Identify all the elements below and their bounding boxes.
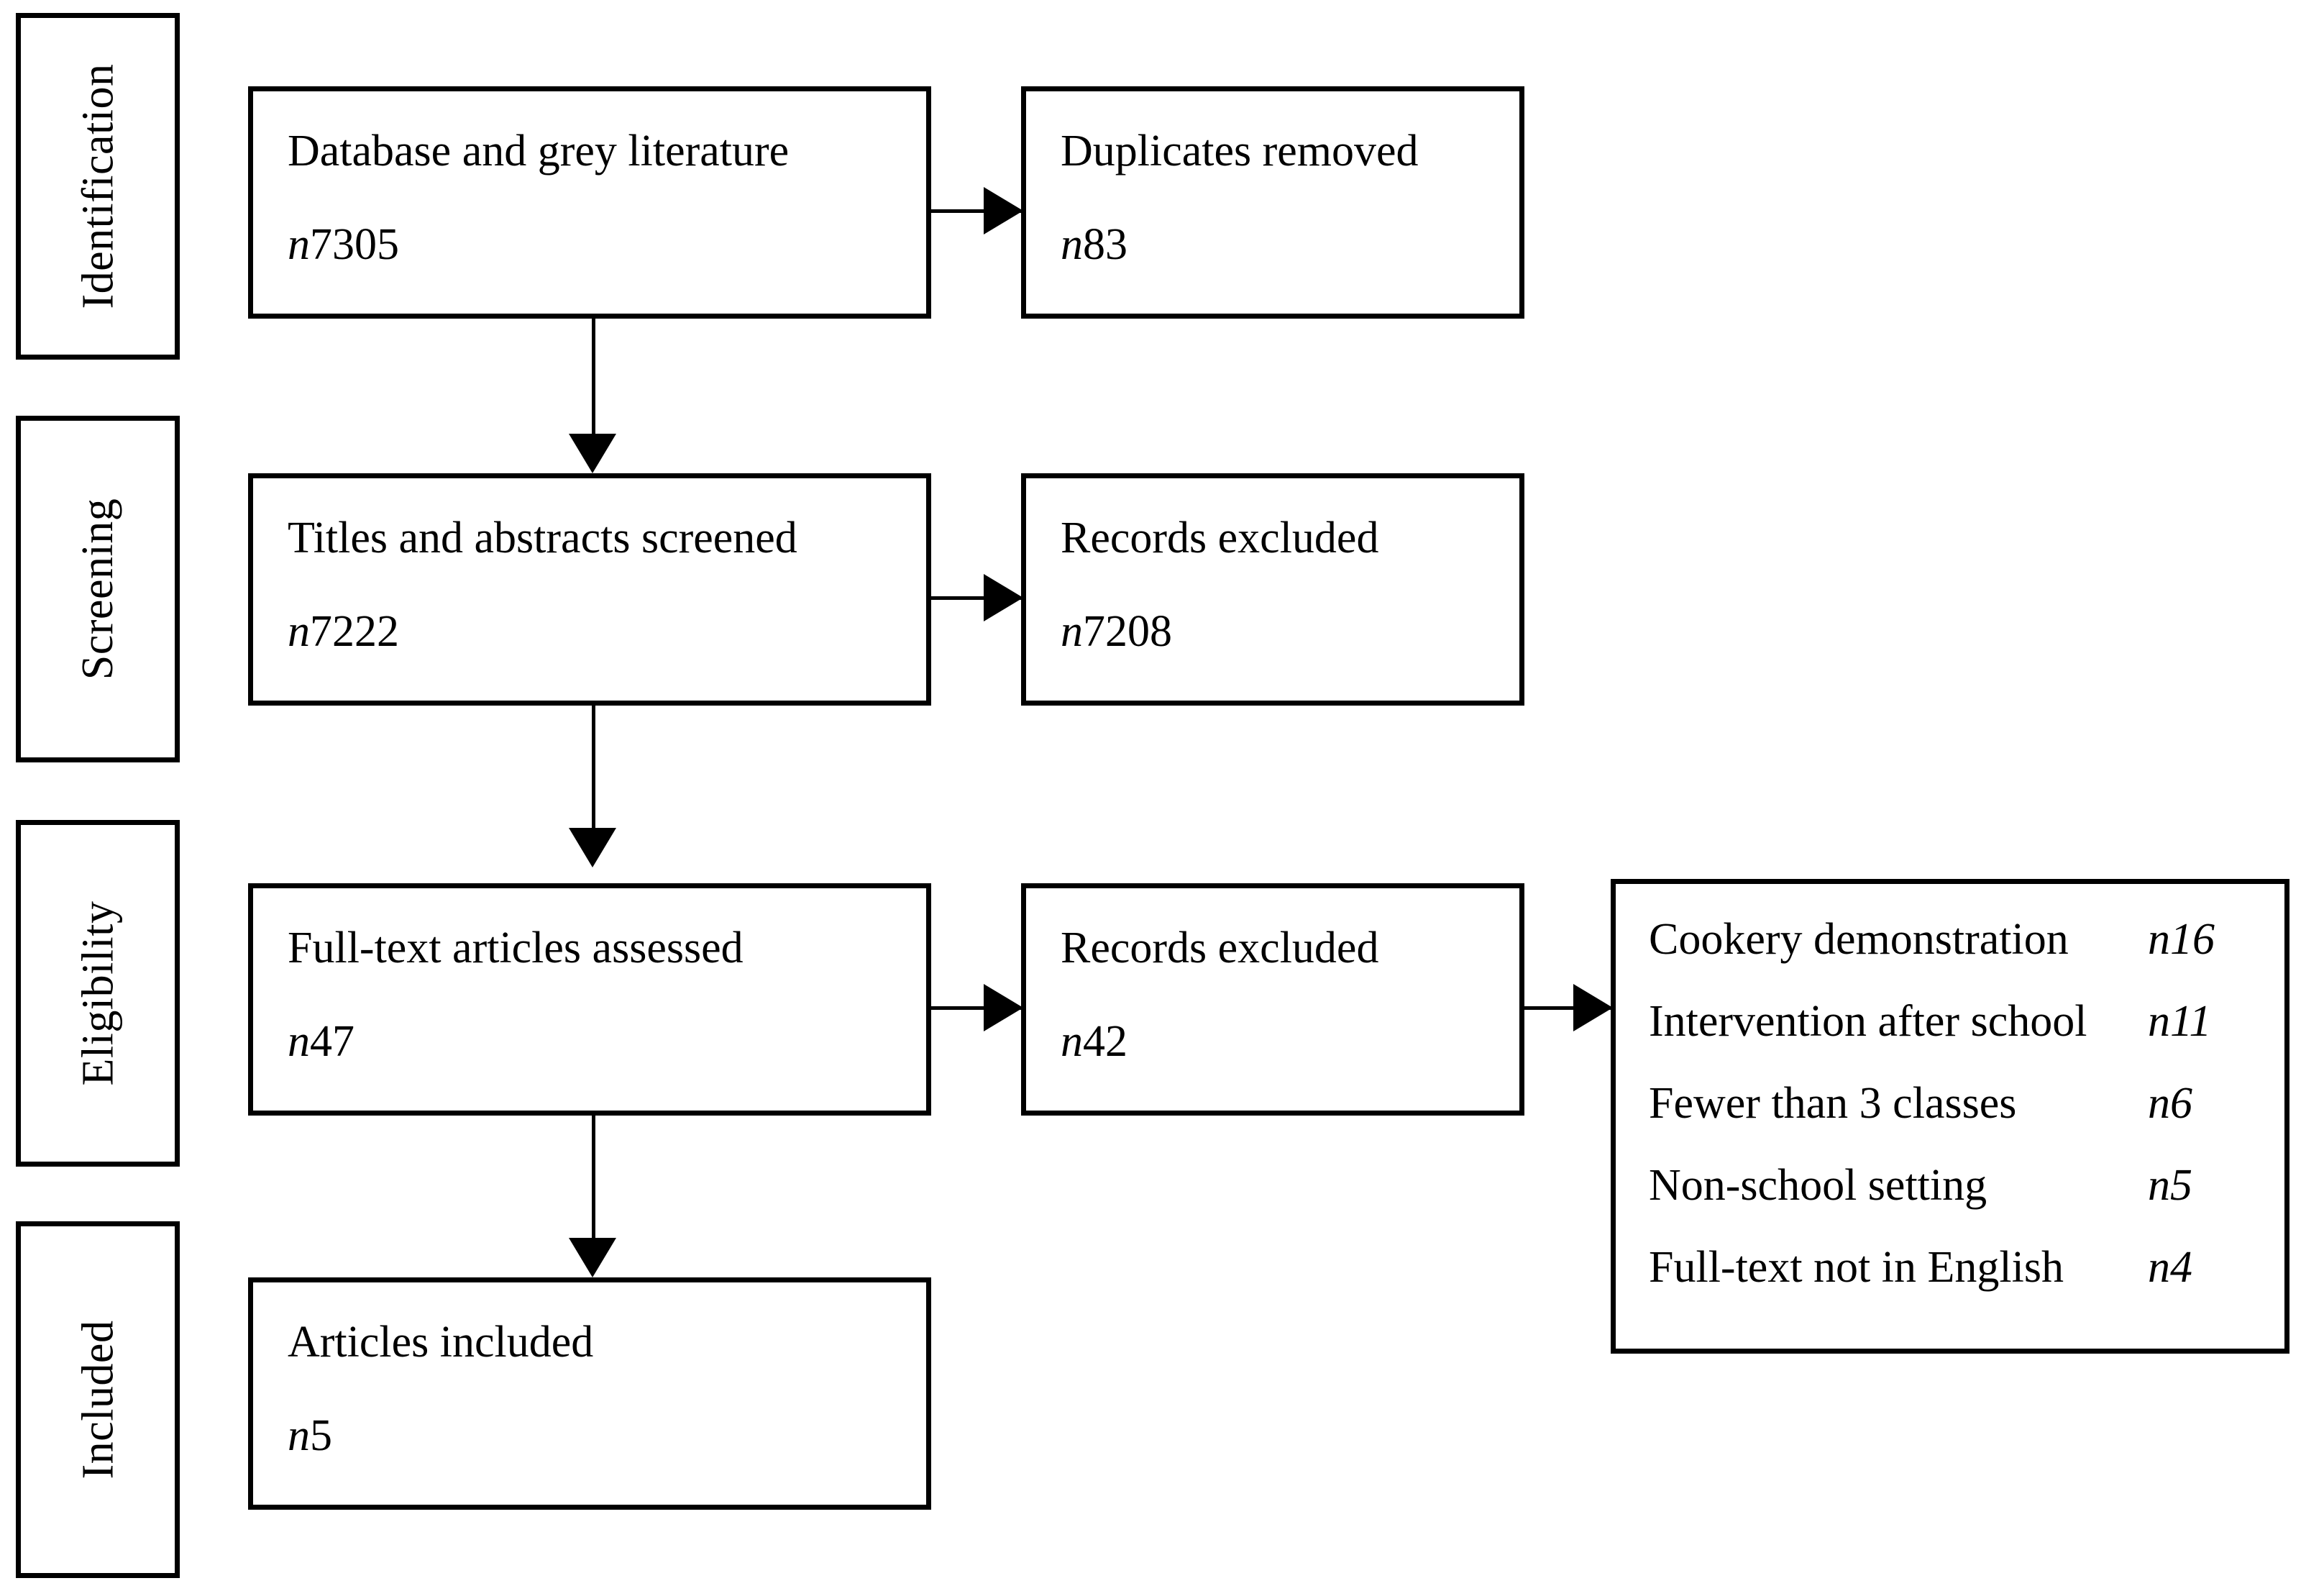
box-duplicates-removed-label: Duplicates removed <box>1061 127 1419 175</box>
exclusion-reason-count: n6 <box>2148 1079 2192 1128</box>
exclusion-reason-count: n5 <box>2148 1161 2192 1210</box>
exclusion-reason-row: Full-text not in English n4 <box>1616 1245 2284 1327</box>
stage-label-screening: Screening <box>16 416 180 762</box>
connector-duplicates-arrowhead <box>984 187 1023 234</box>
exclusion-reason-count: n16 <box>2148 915 2215 964</box>
box-articles-included-label: Articles included <box>288 1318 594 1367</box>
box-full-text-assessed: Full-text articles assessed n47 <box>248 883 931 1116</box>
exclusion-reason-label: Intervention after school <box>1649 997 2087 1046</box>
stage-label-eligibility: Eligibility <box>16 820 180 1167</box>
stage-label-identification: Identification <box>16 13 180 360</box>
exclusion-reason-count: n11 <box>2148 997 2212 1046</box>
exclusion-reason-label: Fewer than 3 classes <box>1649 1079 2017 1128</box>
box-titles-abstracts-screened: Titles and abstracts screened n7222 <box>248 473 931 706</box>
box-full-text-assessed-label: Full-text articles assessed <box>288 924 744 972</box>
connector-exclusion-reasons-line <box>1524 1006 1612 1010</box>
connector-records-excluded-eligibility-line <box>931 1006 1025 1010</box>
connector-screening-to-eligibility-line <box>592 706 595 842</box>
box-records-excluded-eligibility-count: n42 <box>1061 1017 1127 1066</box>
connector-records-excluded-eligibility-arrowhead <box>984 984 1023 1031</box>
box-database-grey-literature: Database and grey literature n7305 <box>248 86 931 319</box>
connector-identification-to-screening-arrowhead <box>569 434 616 473</box>
box-articles-included: Articles included n5 <box>248 1277 931 1510</box>
connector-exclusion-reasons-arrowhead <box>1573 984 1613 1031</box>
stage-label-included: Included <box>16 1221 180 1578</box>
box-database-grey-literature-count: n7305 <box>288 220 399 269</box>
stage-label-identification-text: Identification <box>73 63 123 309</box>
exclusion-reason-row: Cookery demonstration n16 <box>1616 917 2284 999</box>
connector-eligibility-to-included-arrowhead <box>569 1238 616 1277</box>
box-titles-abstracts-screened-count: n7222 <box>288 607 399 656</box>
connector-duplicates-line <box>931 209 1025 213</box>
box-records-excluded-screening-label: Records excluded <box>1061 514 1379 562</box>
box-exclusion-reasons: Cookery demonstration n16 Intervention a… <box>1611 879 2289 1354</box>
stage-label-eligibility-text: Eligibility <box>73 901 123 1086</box>
box-duplicates-removed: Duplicates removed n83 <box>1021 86 1524 319</box>
box-articles-included-count: n5 <box>288 1411 332 1460</box>
connector-identification-to-screening-line <box>592 319 595 455</box>
exclusion-reason-row: Non-school setting n5 <box>1616 1163 2284 1245</box>
exclusion-reason-row: Intervention after school n11 <box>1616 999 2284 1081</box>
connector-eligibility-to-included-line <box>592 1116 595 1252</box>
box-database-grey-literature-label: Database and grey literature <box>288 127 790 175</box>
exclusion-reason-label: Cookery demonstration <box>1649 915 2069 964</box>
connector-records-excluded-screening-arrowhead <box>984 574 1023 621</box>
exclusion-reason-row: Fewer than 3 classes n6 <box>1616 1081 2284 1163</box>
exclusion-reason-label: Full-text not in English <box>1649 1243 2064 1292</box>
box-records-excluded-screening-count: n7208 <box>1061 607 1172 656</box>
connector-screening-to-eligibility-arrowhead <box>569 828 616 867</box>
exclusion-reason-label: Non-school setting <box>1649 1161 1987 1210</box>
box-records-excluded-screening: Records excluded n7208 <box>1021 473 1524 706</box>
box-titles-abstracts-screened-label: Titles and abstracts screened <box>288 514 797 562</box>
box-records-excluded-eligibility-label: Records excluded <box>1061 924 1379 972</box>
box-duplicates-removed-count: n83 <box>1061 220 1127 269</box>
connector-records-excluded-screening-line <box>931 596 1025 600</box>
box-records-excluded-eligibility: Records excluded n42 <box>1021 883 1524 1116</box>
box-full-text-assessed-count: n47 <box>288 1017 354 1066</box>
exclusion-reason-count: n4 <box>2148 1243 2192 1292</box>
stage-label-included-text: Included <box>73 1320 123 1480</box>
stage-label-screening-text: Screening <box>73 498 123 680</box>
